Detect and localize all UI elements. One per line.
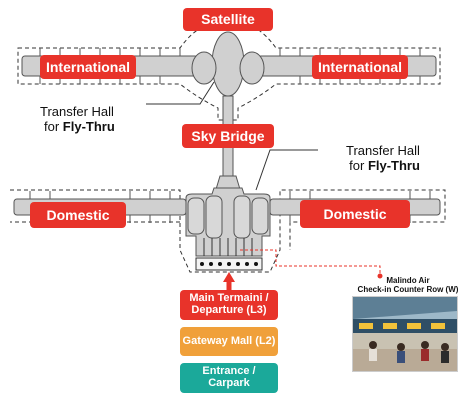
transfer-hall-right-prefix: for (349, 158, 368, 173)
entrance-carpark-box: Entrance / Carpark (180, 363, 278, 393)
gateway-mall-box: Gateway Mall (L2) (180, 327, 278, 356)
malindo-label: Malindo Air Check-in Counter Row (W) (356, 276, 460, 294)
transfer-hall-left-flythru: Fly-Thru (62, 119, 115, 134)
malindo-pointer (240, 249, 381, 274)
entrance-line1: Entrance / (202, 365, 256, 378)
malindo-dot (377, 273, 383, 279)
main-terminal-line1: Main Termaini / (189, 292, 269, 305)
domestic-right-label: Domestic (300, 200, 410, 228)
transfer-hall-right-line2: for Fly-Thru (346, 158, 420, 173)
transfer-hall-right-line1: Transfer Hall (346, 143, 420, 158)
transfer-hall-right-pointer (255, 149, 318, 191)
transfer-hall-left-line1: Transfer Hall (40, 104, 114, 119)
transfer-hall-left-prefix: for (44, 119, 63, 134)
check-in-counter-photo (352, 296, 458, 372)
malindo-line1: Malindo Air (386, 276, 430, 285)
transfer-hall-left-pointer (146, 81, 215, 105)
satellite-gates (39, 48, 421, 84)
satellite-core (211, 31, 245, 97)
malindo-line2: Check-in Counter Row (W) (357, 285, 459, 294)
domestic-left-label: Domestic (30, 202, 126, 228)
international-left-label: International (40, 55, 136, 79)
satellite-left-bulge (191, 51, 217, 85)
transfer-hall-right-flythru: Fly-Thru (367, 158, 420, 173)
satellite-right-bulge (239, 51, 265, 85)
transfer-hall-left-line2: for Fly-Thru (40, 119, 115, 134)
international-right-label: International (312, 55, 408, 79)
main-terminal-pods (187, 195, 269, 239)
up-arrow-icon (223, 272, 235, 290)
check-in-photo-illustration (353, 297, 457, 371)
drop-off-markers (200, 262, 258, 266)
transfer-hall-right-label: Transfer Hall for Fly-Thru (346, 143, 420, 173)
main-terminal-line2: Departure (L3) (191, 304, 267, 316)
check-in-rows (203, 238, 253, 256)
sky-bridge-label: Sky Bridge (182, 124, 274, 148)
domestic-gates (29, 191, 431, 223)
entrance-line2: Carpark (208, 377, 250, 389)
transfer-hall-left-label: Transfer Hall for Fly-Thru (40, 104, 115, 134)
main-terminal-box: Main Termaini / Departure (L3) (180, 290, 278, 320)
satellite-label: Satellite (183, 8, 273, 31)
